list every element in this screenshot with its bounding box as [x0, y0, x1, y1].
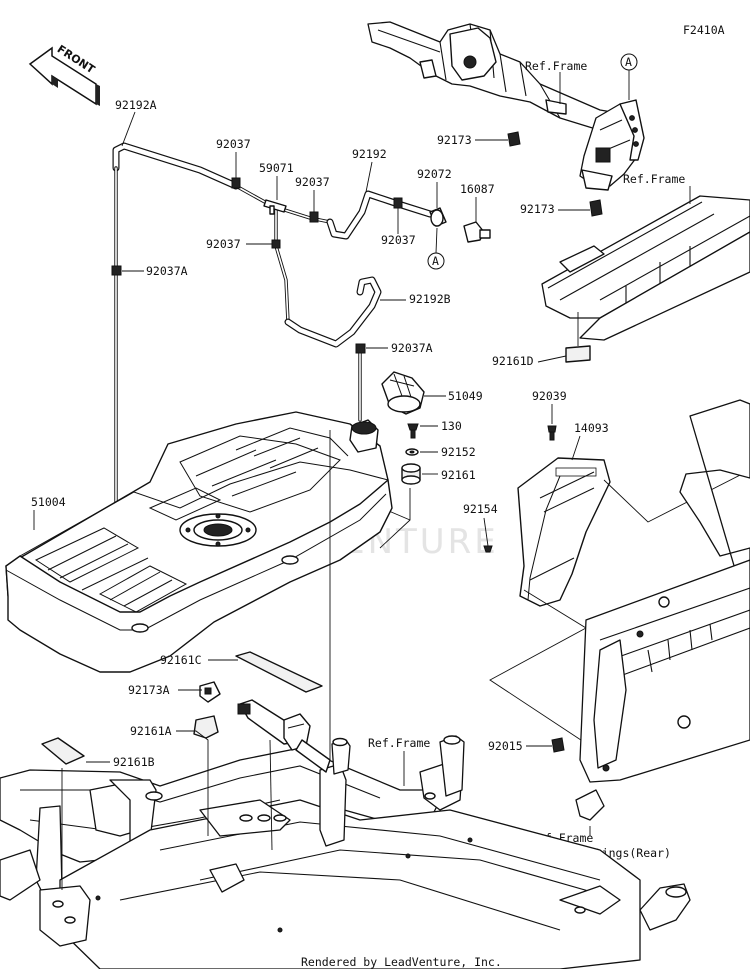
label-92152: 92152: [441, 445, 476, 459]
callout-a-top: A: [620, 53, 638, 100]
label-92037A-low: 92037A: [391, 341, 433, 355]
hose-92192: [326, 190, 434, 240]
pad-92161A: [193, 715, 219, 739]
collar-92072: [429, 207, 447, 227]
label-16087: 16087: [460, 182, 495, 196]
right-frame-rail: [541, 195, 750, 341]
footer-credit: Rendered by LeadVenture, Inc.: [301, 955, 502, 969]
fuel-tank-51004: [5, 411, 393, 673]
label-92161A: 92161A: [130, 724, 172, 738]
hose-92192B: [284, 276, 382, 348]
label-92192: 92192: [352, 147, 387, 161]
pad-92161C: [235, 651, 323, 693]
label-14093: 14093: [574, 421, 609, 435]
label-92192B: 92192B: [409, 292, 451, 306]
label-92037-top: 92037: [216, 137, 251, 151]
heat-shield-14093: [517, 457, 611, 607]
callout-a-low-letter: A: [432, 254, 439, 268]
valve-16087: [463, 221, 491, 243]
pump-bracket: [237, 699, 331, 773]
main-frame: [0, 735, 691, 969]
label-51004: 51004: [31, 495, 66, 509]
label-92037-right: 92037: [381, 233, 416, 247]
pad-92161B: [41, 737, 85, 765]
callout-a-top-letter: A: [625, 55, 632, 69]
label-92161D: 92161D: [492, 354, 534, 368]
label-92161B: 92161B: [113, 755, 155, 769]
label-92154: 92154: [463, 502, 498, 516]
label-59071: 59071: [259, 161, 294, 175]
label-92173-top: 92173: [437, 133, 472, 147]
top-frame-assembly: [367, 21, 645, 191]
label-92037-left: 92037: [206, 237, 241, 251]
label-ref-frame-right: Ref.Frame: [623, 172, 685, 186]
bolt-92039: [547, 425, 557, 441]
callout-a-low: A: [427, 227, 445, 270]
front-arrow: FRONT: [28, 42, 100, 106]
washer-92152: [405, 448, 419, 456]
label-ref-frame-bottom: Ref.Frame: [368, 736, 430, 750]
label-ref-frame-top: Ref.Frame: [525, 59, 587, 73]
label-92192A: 92192A: [115, 98, 157, 112]
rear-fender-panel: [575, 399, 750, 821]
hose-92192A: [112, 142, 240, 190]
label-92173A: 92173A: [128, 683, 170, 697]
label-51049: 51049: [448, 389, 483, 403]
diagram-code: F2410A: [683, 23, 725, 37]
grommet-92161: [401, 463, 421, 485]
bolt-130: [407, 423, 419, 439]
clamps: [111, 177, 403, 354]
label-92072: 92072: [417, 167, 452, 181]
label-92039: 92039: [532, 389, 567, 403]
label-92161C: 92161C: [160, 653, 202, 667]
nut-92015: [551, 737, 565, 753]
fuel-cap-51049: [381, 371, 425, 415]
screw-92154: [483, 545, 493, 553]
label-92161: 92161: [441, 468, 476, 482]
clamp-92173A: [199, 681, 221, 703]
label-92173-low: 92173: [520, 202, 555, 216]
label-130: 130: [441, 419, 462, 433]
label-92037-mid: 92037: [295, 175, 330, 189]
label-92015: 92015: [488, 739, 523, 753]
label-92037A-top: 92037A: [146, 264, 188, 278]
